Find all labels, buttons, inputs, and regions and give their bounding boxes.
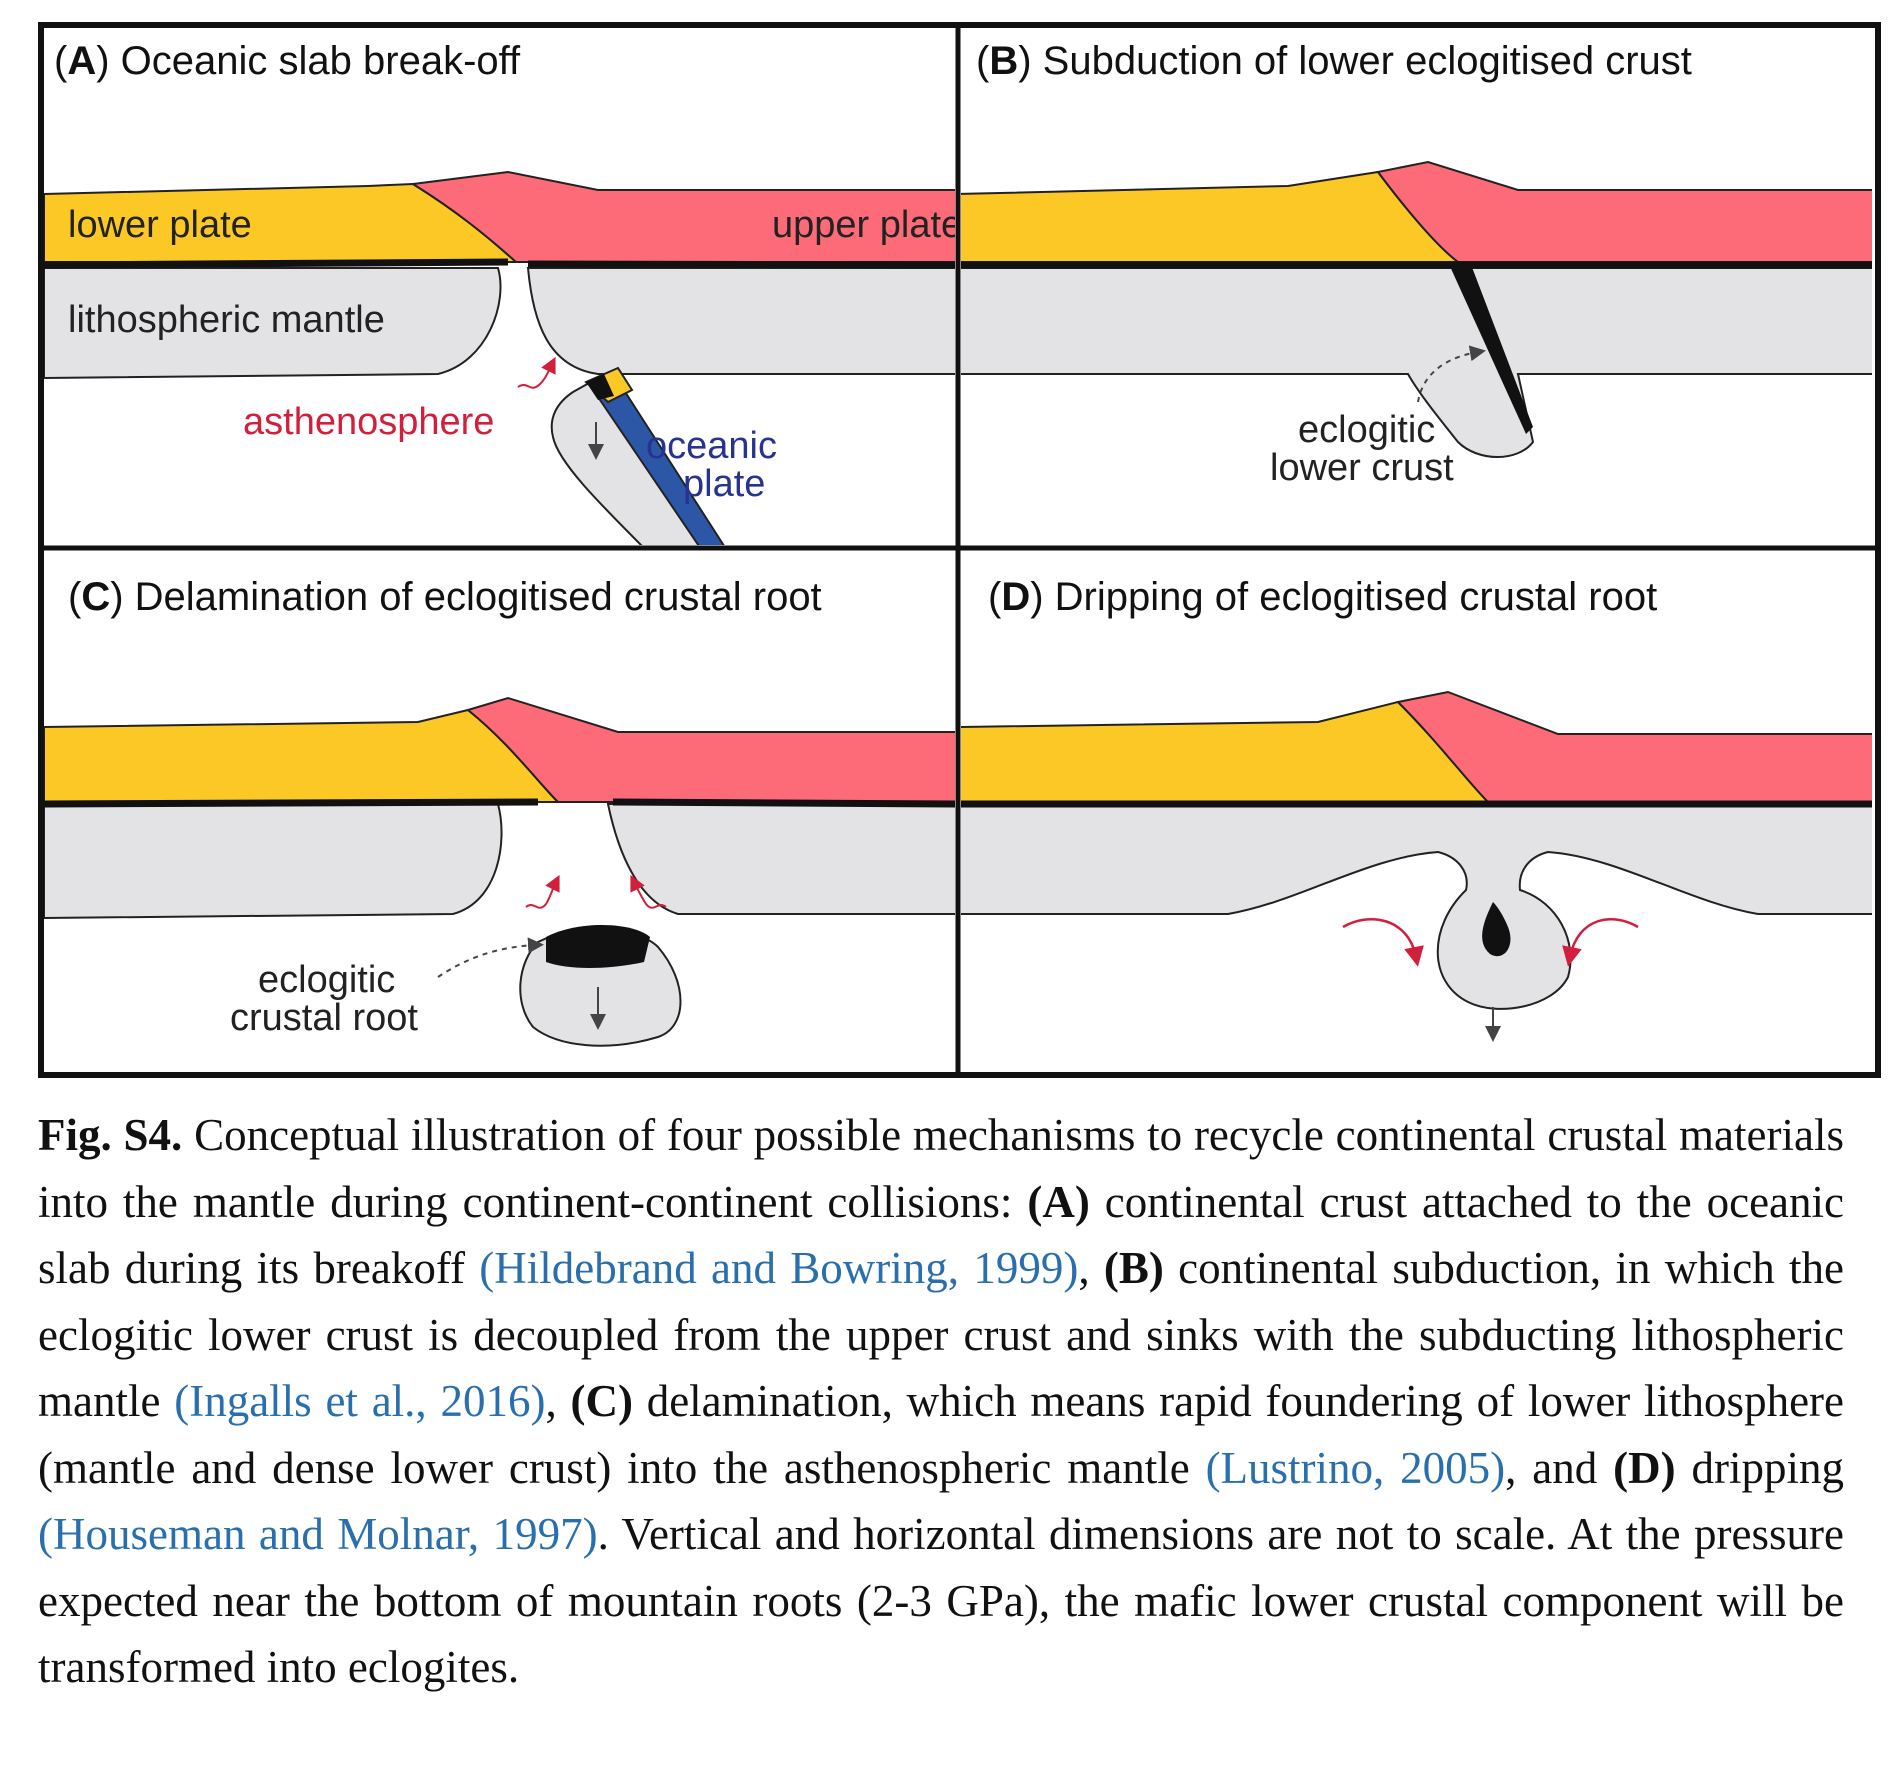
label-lithospheric-mantle: lithospheric mantle (68, 299, 385, 341)
reference-link[interactable]: (Hildebrand and Bowring, 1999) (479, 1243, 1079, 1293)
caption-fig-label: Fig. S4. (38, 1110, 183, 1160)
panel-c: eclogitic crustal root (44, 696, 955, 1047)
figure: lower plate upper plate lithospheric man… (38, 22, 1884, 1080)
panel-d (961, 690, 1872, 1042)
label-eclogitic: eclogitic (258, 959, 395, 1001)
convection-arrow-d-right (1562, 918, 1639, 967)
broken-slab (550, 376, 700, 545)
panel-d-title: (D) Dripping of eclogitised crustal root (988, 575, 1657, 619)
eclogitic-root-black (546, 924, 650, 968)
panel-b: eclogitic lower crust (961, 160, 1872, 489)
panel-b-title: (B) Subduction of lower eclogitised crus… (976, 39, 1692, 83)
lithospheric-mantle-left (44, 803, 503, 920)
dashed-arrow-c (437, 937, 544, 978)
label-lower-crust: lower crust (1270, 447, 1454, 489)
eclogitic-lower-crust (1448, 262, 1533, 434)
upwelling-arrow-a (517, 356, 556, 389)
eclogitic-drip (1482, 902, 1511, 957)
lower-plate (44, 708, 561, 803)
upper-plate (1395, 690, 1872, 803)
upwelling-arrow-c-left (525, 874, 560, 909)
label-asthenosphere: asthenosphere (243, 401, 494, 443)
lithospheric-mantle (961, 803, 1872, 1010)
reference-link[interactable]: (Ingalls et al., 2016) (174, 1376, 546, 1426)
lithospheric-mantle (961, 267, 1872, 458)
panel-c-title: (C) Delamination of eclogitised crustal … (68, 575, 822, 619)
label-plate: plate (683, 463, 765, 505)
reference-link[interactable]: (Lustrino, 2005) (1205, 1442, 1506, 1493)
upwelling-arrow-c-right (630, 874, 667, 909)
lower-plate (961, 170, 1461, 263)
label-oceanic: oceanic (646, 425, 777, 467)
upper-plate (1376, 160, 1872, 263)
label-lower-plate: lower plate (68, 204, 252, 246)
upper-plate (465, 696, 955, 803)
panel-a: lower plate upper plate lithospheric man… (44, 170, 962, 545)
slab-crust-black (586, 374, 614, 400)
moho-line (44, 798, 955, 808)
lithospheric-mantle-left (44, 267, 502, 380)
reference-link[interactable]: (Houseman and Molnar, 1997) (38, 1509, 598, 1559)
upper-plate (410, 170, 955, 263)
convection-arrow-d-left (1342, 918, 1424, 967)
moho-line (44, 258, 955, 269)
label-crustal-root: crustal root (230, 997, 418, 1039)
lithospheric-mantle-right (606, 803, 955, 915)
panel-a-title: (A) Oceanic slab break-off (54, 39, 521, 83)
lower-plate (961, 700, 1491, 803)
label-upper-plate: upper plate (772, 204, 962, 246)
dashed-arrow-b (1417, 345, 1486, 403)
figure-caption: Fig. S4. Conceptual illustration of four… (38, 1110, 1844, 1692)
label-eclogitic: eclogitic (1298, 409, 1435, 451)
lithospheric-mantle-right (526, 267, 955, 375)
